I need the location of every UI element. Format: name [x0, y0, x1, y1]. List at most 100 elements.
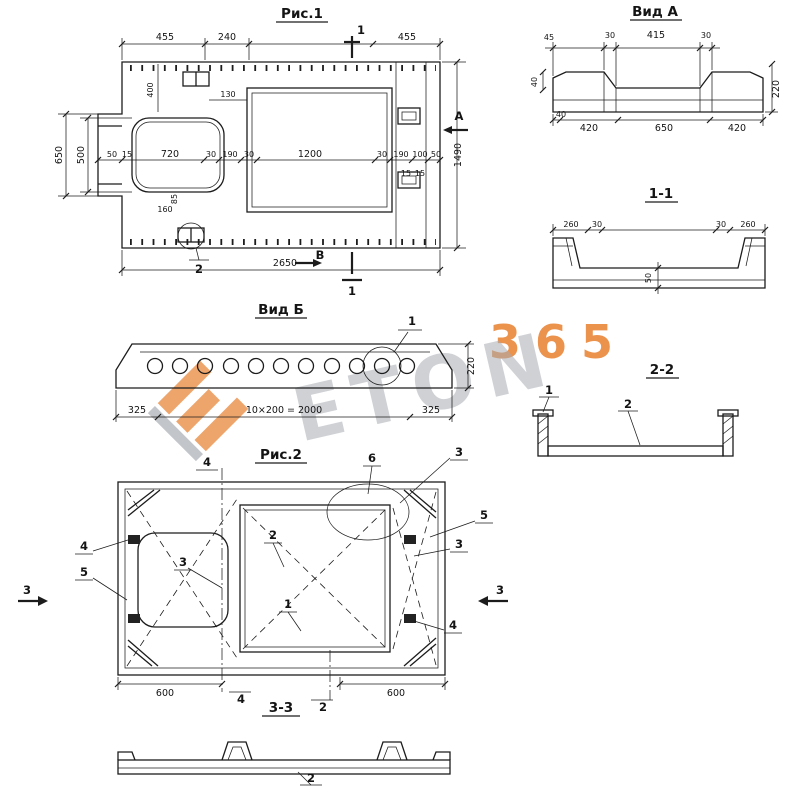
dim-label: 30 [716, 220, 726, 229]
dim-label: 30 [377, 150, 387, 159]
fig2-drawing [117, 481, 446, 676]
section-2-2-leader-lines [539, 396, 641, 446]
fig2-section-lines [221, 468, 331, 700]
vida-drawing [552, 71, 764, 113]
dim-label: 650 [54, 146, 65, 164]
vidb-dimensions [112, 329, 474, 422]
fig2-view: Рис.2 [18, 445, 508, 714]
dim-label: 100 [412, 150, 427, 159]
leader-label: 5 [480, 508, 488, 522]
fig2-section-arrows [18, 596, 508, 606]
dim-label: 325 [128, 405, 146, 416]
vidb-view: Вид Б [112, 302, 477, 422]
leader-label: 2 [307, 771, 315, 785]
dim-label: 85 [170, 194, 179, 204]
section-1-1-dimensions [549, 224, 769, 294]
leader-label: 4 [80, 539, 88, 553]
dim-label: 190 [393, 150, 408, 159]
dim-label: 30 [244, 150, 254, 159]
dim-label: 40 [530, 77, 539, 87]
dim-label: 500 [76, 146, 87, 164]
watermark-number: 365 [489, 315, 627, 369]
view-marker-label: В [316, 248, 325, 262]
leader-label: 6 [368, 451, 376, 465]
section-2-2-title: 2-2 [650, 362, 674, 378]
leader-label: 1 [545, 383, 553, 397]
section-1-1-drawing [552, 237, 766, 289]
dim-label: 15 [415, 169, 425, 178]
dim-label: 30 [592, 220, 602, 229]
dim-label: 220 [466, 357, 477, 375]
dim-label: 400 [146, 82, 155, 97]
vida-title: Вид А [632, 4, 678, 20]
fig1-view: Рис.1 [54, 6, 468, 298]
section-marker-label: 1 [348, 284, 356, 298]
view-marker-label: А [455, 109, 464, 123]
vida-view: Вид А [530, 4, 782, 134]
leader-label: 5 [80, 565, 88, 579]
dim-label: 1490 [453, 143, 464, 167]
dim-label: 1200 [298, 149, 322, 160]
section-marker-label: 4 [203, 455, 211, 469]
fig1-section-markers [295, 36, 468, 282]
leader-label: 2 [195, 262, 203, 276]
dim-label: 30 [206, 150, 216, 159]
leader-label: 1 [408, 314, 416, 328]
dim-label: 420 [580, 123, 598, 134]
dim-label: 10×200 = 2000 [246, 405, 322, 416]
dim-label: 30 [701, 31, 711, 40]
section-marker-label: 2 [319, 700, 327, 714]
section-1-1-title: 1-1 [649, 186, 673, 202]
dim-label: 455 [398, 32, 416, 43]
fig2-title: Рис.2 [260, 447, 302, 463]
dim-label: 260 [740, 220, 755, 229]
fig1-panel-outline [97, 61, 441, 250]
dim-label: 130 [220, 90, 235, 99]
dim-label: 220 [771, 80, 782, 98]
section-3-3-view: 3-3 2 [117, 700, 451, 786]
dim-label: 190 [222, 150, 237, 159]
leader-label: 2 [624, 397, 632, 411]
section-1-1-view: 1-1 260 30 30 260 50 [549, 186, 769, 294]
dim-label: 455 [156, 32, 174, 43]
section-marker-label: 1 [357, 23, 365, 37]
section-marker-label: 4 [237, 692, 245, 706]
dim-label: 720 [161, 149, 179, 160]
dim-label: 600 [387, 688, 405, 699]
section-2-2-view: 2-2 1 2 [532, 362, 739, 457]
leader-label: 3 [455, 445, 463, 459]
dim-label: 160 [157, 205, 172, 214]
dim-label: 50 [431, 150, 441, 159]
leader-label: 1 [284, 597, 292, 611]
section-2-2-drawing [532, 409, 739, 457]
dim-label: 40 [556, 110, 566, 119]
dim-label: 2650 [273, 258, 297, 269]
dim-label: 260 [563, 220, 578, 229]
fig2-leader-lines [75, 457, 493, 701]
vidb-title: Вид Б [258, 302, 304, 318]
vidb-drawing [115, 343, 453, 389]
fig1-dimensions [58, 38, 466, 276]
leader-label: 3 [179, 555, 187, 569]
fig1-title: Рис.1 [281, 6, 323, 22]
leader-label: 4 [449, 618, 457, 632]
dim-label: 50 [644, 273, 653, 283]
leader-label: 3 [455, 537, 463, 551]
section-3-3-title: 3-3 [269, 700, 293, 716]
vida-dimensions [539, 42, 778, 126]
dim-label: 325 [422, 405, 440, 416]
dim-label: 240 [218, 32, 236, 43]
watermark-logo-icon [147, 360, 249, 462]
dim-label: 600 [156, 688, 174, 699]
section-marker-label: 3 [23, 583, 31, 597]
dim-label: 45 [544, 33, 554, 42]
dim-label: 15 [401, 169, 411, 178]
dim-label: 50 [107, 150, 117, 159]
dim-label: 15 [122, 150, 132, 159]
section-3-3-leader-lines [297, 771, 322, 786]
leader-label: 2 [269, 528, 277, 542]
section-3-3-drawing [117, 741, 451, 775]
dim-label: 415 [647, 30, 665, 41]
fig2-diagonal-braces [126, 490, 437, 667]
